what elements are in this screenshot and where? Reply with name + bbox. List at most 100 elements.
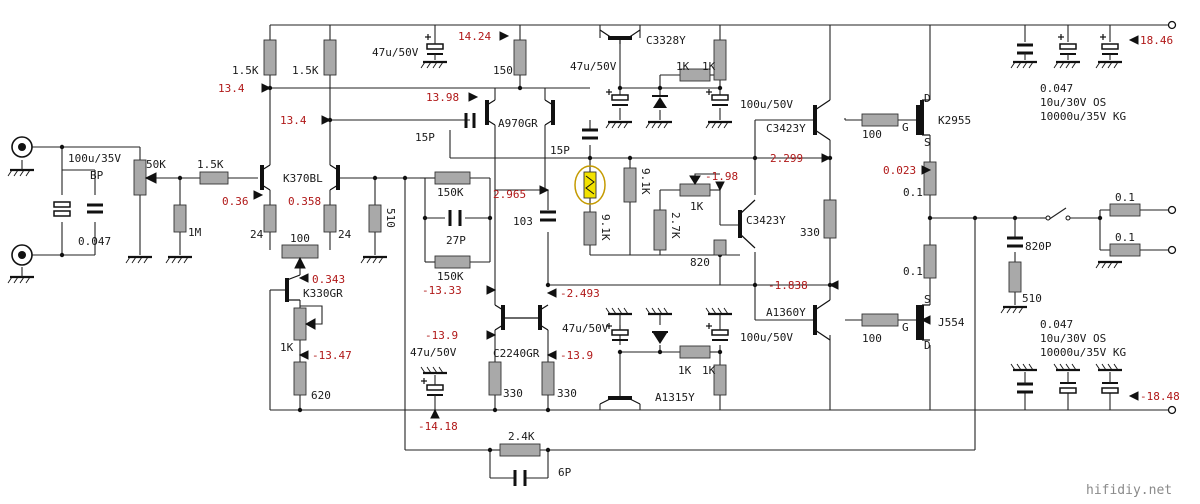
capacitors	[53, 34, 1119, 486]
label-r-330-left: 330	[503, 387, 523, 400]
label-r-0-1-top: 0.1	[903, 186, 923, 199]
label-r-2-7k: 2.7K	[669, 212, 682, 239]
label-c-47u-50v-low: 47u/50V	[410, 346, 457, 359]
label-r-9-1k-right: 9.1K	[639, 168, 652, 195]
label-c-47u-50v-top: 47u/50V	[372, 46, 419, 59]
label-q-a1360y: A1360Y	[766, 306, 806, 319]
voltage-0-023: 0.023	[883, 164, 916, 177]
speaker-switch-icon	[1045, 215, 1051, 221]
label-pot-100: 100	[290, 232, 310, 245]
voltage-0-358: 0.358	[288, 195, 321, 208]
label-c-100u-50v-top: 100u/50V	[740, 98, 793, 111]
label-c-15p-right: 15P	[550, 144, 570, 157]
label-c-15p-left: 15P	[415, 131, 435, 144]
label-r-24-right: 24	[338, 228, 352, 241]
label-q-c3423y-mid: C3423Y	[746, 214, 786, 227]
voltage-neg-2-493: -2.493	[560, 287, 600, 300]
resistor-510-zobel	[1008, 261, 1022, 293]
label-pin-g-top: G	[902, 121, 909, 134]
voltage-neg-18-48: -18.48	[1140, 390, 1180, 403]
label-pot-1k-ccs: 1K	[280, 341, 294, 354]
voltage-0-343: 0.343	[312, 273, 345, 286]
resistor-820	[713, 239, 727, 256]
voltage-neg-14-18: -14.18	[418, 420, 458, 433]
label-r-330-mid: 330	[800, 226, 820, 239]
voltage-13-4-a: 13.4	[218, 82, 245, 95]
label-c-103: 103	[513, 215, 533, 228]
terminal-rail-bottom-icon	[1167, 405, 1177, 415]
voltage-neg-13-9-a: -13.9	[425, 329, 458, 342]
pot-100	[281, 244, 319, 259]
resistor-1k-low-b	[713, 364, 727, 396]
resistor-0-1-out-a	[1109, 203, 1141, 217]
voltage-2-965: 2.965	[493, 188, 526, 201]
label-r-1k-low-a: 1K	[678, 364, 692, 377]
resistors	[173, 39, 1141, 457]
resistor-620	[293, 361, 307, 396]
label-r-510-zobel: 510	[1022, 292, 1042, 305]
terminal-out-b-icon	[1167, 245, 1177, 255]
label-r-620: 620	[311, 389, 331, 402]
voltage-14-24: 14.24	[458, 30, 491, 43]
label-q-a1315y: A1315Y	[655, 391, 695, 404]
resistor-24-right	[323, 204, 337, 233]
label-q-k2955: K2955	[938, 114, 971, 127]
label-pin-d-top: D	[924, 92, 931, 105]
resistor-0-1-bottom	[923, 244, 937, 279]
label-r-1-5k-input: 1.5K	[197, 158, 224, 171]
label-pin-d-bot: D	[924, 339, 931, 352]
label-rail-top-10000u: 10000u/35V KG	[1040, 110, 1126, 123]
zener-diodes	[652, 95, 668, 344]
label-r-1k-top-b: 1K	[702, 60, 716, 73]
voltage-arrows	[253, 31, 1139, 419]
label-q-c3328y: C3328Y	[646, 34, 686, 47]
label-r-0-1-out-a: 0.1	[1115, 191, 1135, 204]
label-r-1k-top-a: 1K	[676, 60, 690, 73]
voltage-13-4-b: 13.4	[280, 114, 307, 127]
resistor-330-left	[488, 361, 502, 396]
label-pot-1k-bias: 1K	[690, 200, 704, 213]
label-q-c2240gr: C2240GR	[493, 347, 540, 360]
resistor-0-1-top	[923, 161, 937, 196]
label-r-820: 820	[690, 256, 710, 269]
potentiometers	[133, 159, 720, 341]
transistors	[260, 29, 931, 405]
resistor-9-1k-left	[583, 211, 597, 246]
label-rail-bot-10u: 10u/30V OS	[1040, 332, 1106, 345]
label-rail-bot-10000u: 10000u/35V KG	[1040, 346, 1126, 359]
label-pin-s-bot: S	[924, 293, 931, 306]
label-r-150-top: 150	[493, 64, 513, 77]
voltage-neg-1-98: -1.98	[705, 170, 738, 183]
label-c-bp: BP	[90, 169, 104, 182]
resistor-330-mid	[823, 199, 837, 239]
resistor-1k-top-a	[679, 68, 711, 82]
label-c-27p: 27P	[446, 234, 466, 247]
resistor-100-top	[861, 113, 899, 127]
resistor-1k-low-a	[679, 345, 711, 359]
label-c-820p: 820P	[1025, 240, 1052, 253]
voltage-18-46: 18.46	[1140, 34, 1173, 47]
label-r-24-left: 24	[250, 228, 264, 241]
label-c-47u-50v-lowmid: 47u/50V	[562, 322, 609, 335]
resistor-1-5k-input	[199, 171, 229, 185]
resistor-1k-top-b	[713, 39, 727, 81]
resistor-1-5k-left	[263, 39, 277, 76]
resistor-510-fb	[368, 204, 382, 233]
voltage-neg-1-838: -1.838	[768, 279, 808, 292]
voltage-2-299: 2.299	[770, 152, 803, 165]
pot-50k	[133, 159, 147, 196]
label-c-47u-50v-mid: 47u/50V	[570, 60, 617, 73]
voltage-readings: 14.24 13.4 13.98 13.4 0.36 0.358 2.965 -…	[218, 30, 1180, 433]
label-r-100-top: 100	[862, 128, 882, 141]
label-q-j554: J554	[938, 316, 965, 329]
label-q-k330gr: K330GR	[303, 287, 343, 300]
label-r-0-1-out-b: 0.1	[1115, 231, 1135, 244]
label-r-9-1k-left: 9.1K	[599, 214, 612, 241]
label-q-k370bl: K370BL	[283, 172, 323, 185]
label-r-1m: 1M	[188, 226, 202, 239]
label-r-150k-top: 150K	[437, 186, 464, 199]
label-r-1-5k-left: 1.5K	[232, 64, 259, 77]
resistor-150k-bottom	[434, 255, 471, 269]
junctions	[59, 85, 1103, 453]
